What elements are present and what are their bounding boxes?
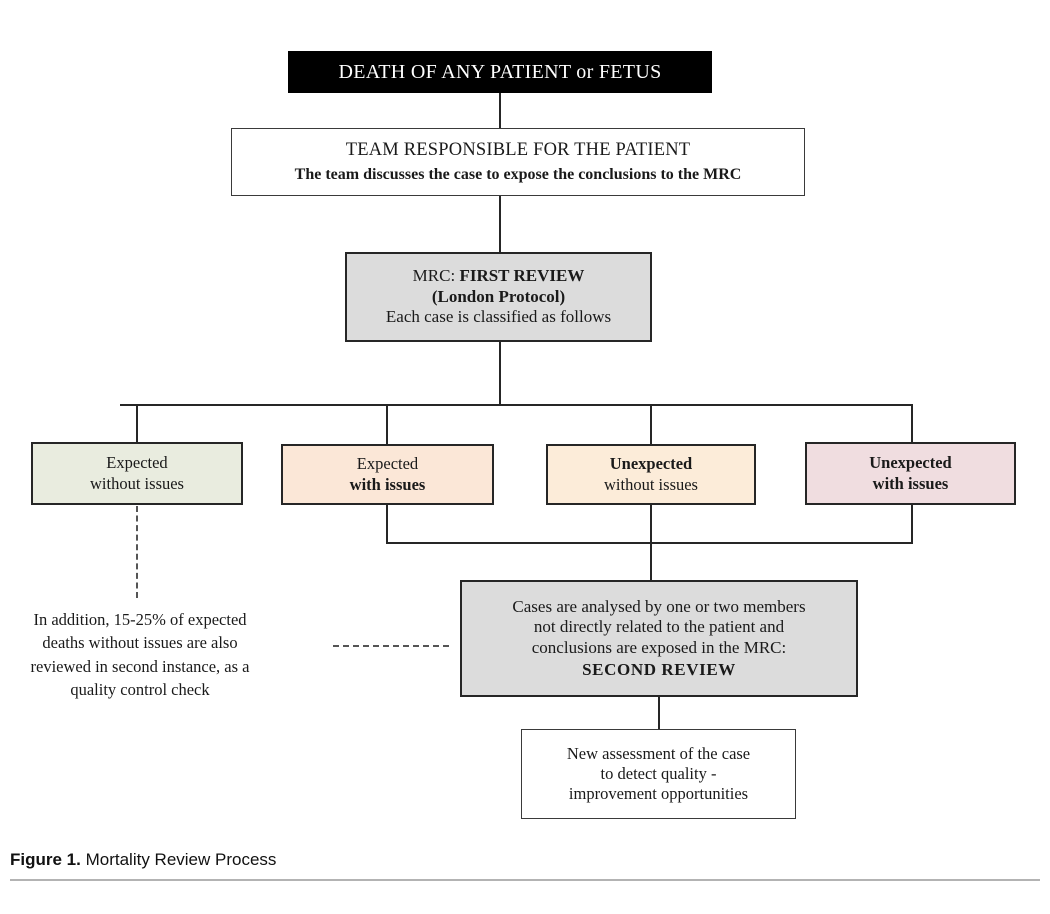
- figure-caption-block: Figure 1. Mortality Review Process: [10, 850, 1040, 881]
- connector-category-bus: [120, 404, 913, 406]
- node-second-review[interactable]: Cases are analysed by one or two members…: [460, 580, 858, 697]
- node-category-2-line-2: with issues: [349, 474, 426, 494]
- note-line-3: reviewed in second instance, as a: [30, 656, 250, 676]
- figure-caption-number: Figure 1.: [10, 850, 81, 869]
- node-second-review-line-4: SECOND REVIEW: [582, 659, 736, 679]
- node-second-review-line-3: conclusions are exposed in the MRC:: [531, 638, 787, 657]
- caption-divider: [10, 879, 1040, 881]
- node-category-2-line-1: Expected: [356, 454, 419, 474]
- node-category-expected-with-issues[interactable]: Expected with issues: [281, 444, 494, 505]
- node-mrc-line-2: (London Protocol): [431, 286, 566, 306]
- connector-merge-bus: [386, 542, 913, 544]
- dashed-connector-note-to-second-review: [333, 645, 449, 647]
- node-death-of-any-patient[interactable]: DEATH OF ANY PATIENT or FETUS: [288, 51, 712, 93]
- dashed-connector-category-1-down: [136, 506, 138, 598]
- node-new-assessment-line-2: to detect quality -: [600, 763, 717, 783]
- node-category-3-line-1: Unexpected: [609, 454, 693, 474]
- connector-mrc-to-bus: [499, 342, 501, 405]
- node-category-unexpected-with-issues[interactable]: Unexpected with issues: [805, 442, 1016, 505]
- connector-death-to-team: [499, 93, 501, 128]
- node-new-assessment[interactable]: New assessment of the case to detect qua…: [521, 729, 796, 819]
- node-category-4-line-1: Unexpected: [869, 453, 952, 473]
- note-line-1: In addition, 15-25% of expected: [33, 610, 247, 629]
- node-team-line-2: The team discusses the case to expose th…: [294, 166, 742, 184]
- node-mrc-label: MRC:: [412, 265, 460, 285]
- node-second-review-line-1: Cases are analysed by one or two members: [512, 596, 806, 616]
- node-category-unexpected-without-issues[interactable]: Unexpected without issues: [546, 444, 756, 505]
- connector-bus-to-category-2: [386, 404, 388, 445]
- node-category-1-line-2: without issues: [90, 473, 184, 493]
- node-category-expected-without-issues[interactable]: Expected without issues: [31, 442, 243, 505]
- node-mrc-first-review[interactable]: MRC: FIRST REVIEW (London Protocol) Each…: [345, 252, 652, 342]
- node-team-responsible[interactable]: TEAM RESPONSIBLE FOR THE PATIENT The tea…: [231, 128, 805, 196]
- connector-bus-to-category-3: [650, 404, 652, 445]
- node-team-line-1: TEAM RESPONSIBLE FOR THE PATIENT: [345, 140, 691, 161]
- connector-second-review-to-new-assessment: [658, 697, 660, 729]
- figure-caption: Figure 1. Mortality Review Process: [10, 850, 1040, 879]
- node-mrc-line-1: MRC: FIRST REVIEW: [413, 266, 585, 287]
- connector-bus-to-category-1: [136, 404, 138, 443]
- figure-caption-text: Mortality Review Process: [80, 850, 277, 869]
- node-new-assessment-line-1: New assessment of the case: [566, 743, 751, 763]
- node-category-1-line-1: Expected: [106, 453, 168, 473]
- node-second-review-line-2: not directly related to the patient and: [533, 617, 785, 637]
- node-category-4-line-2: with issues: [872, 473, 949, 493]
- connector-category-2-down: [386, 505, 388, 544]
- note-line-4: quality control check: [70, 680, 210, 700]
- node-mrc-line-3: Each case is classified as follows: [385, 307, 612, 327]
- node-mrc-first-review-label: FIRST REVIEW: [459, 265, 585, 285]
- note-quality-control-check: In addition, 15-25% of expected deaths w…: [10, 608, 270, 702]
- node-new-assessment-line-3: improvement opportunities: [568, 784, 749, 804]
- connector-bus-to-category-4: [911, 404, 913, 443]
- note-line-2: deaths without issues are also: [42, 633, 238, 653]
- connector-team-to-mrc: [499, 196, 501, 252]
- connector-category-4-down: [911, 505, 913, 544]
- node-death-line-1: DEATH OF ANY PATIENT or FETUS: [338, 60, 662, 83]
- node-category-3-line-2: without issues: [604, 474, 698, 494]
